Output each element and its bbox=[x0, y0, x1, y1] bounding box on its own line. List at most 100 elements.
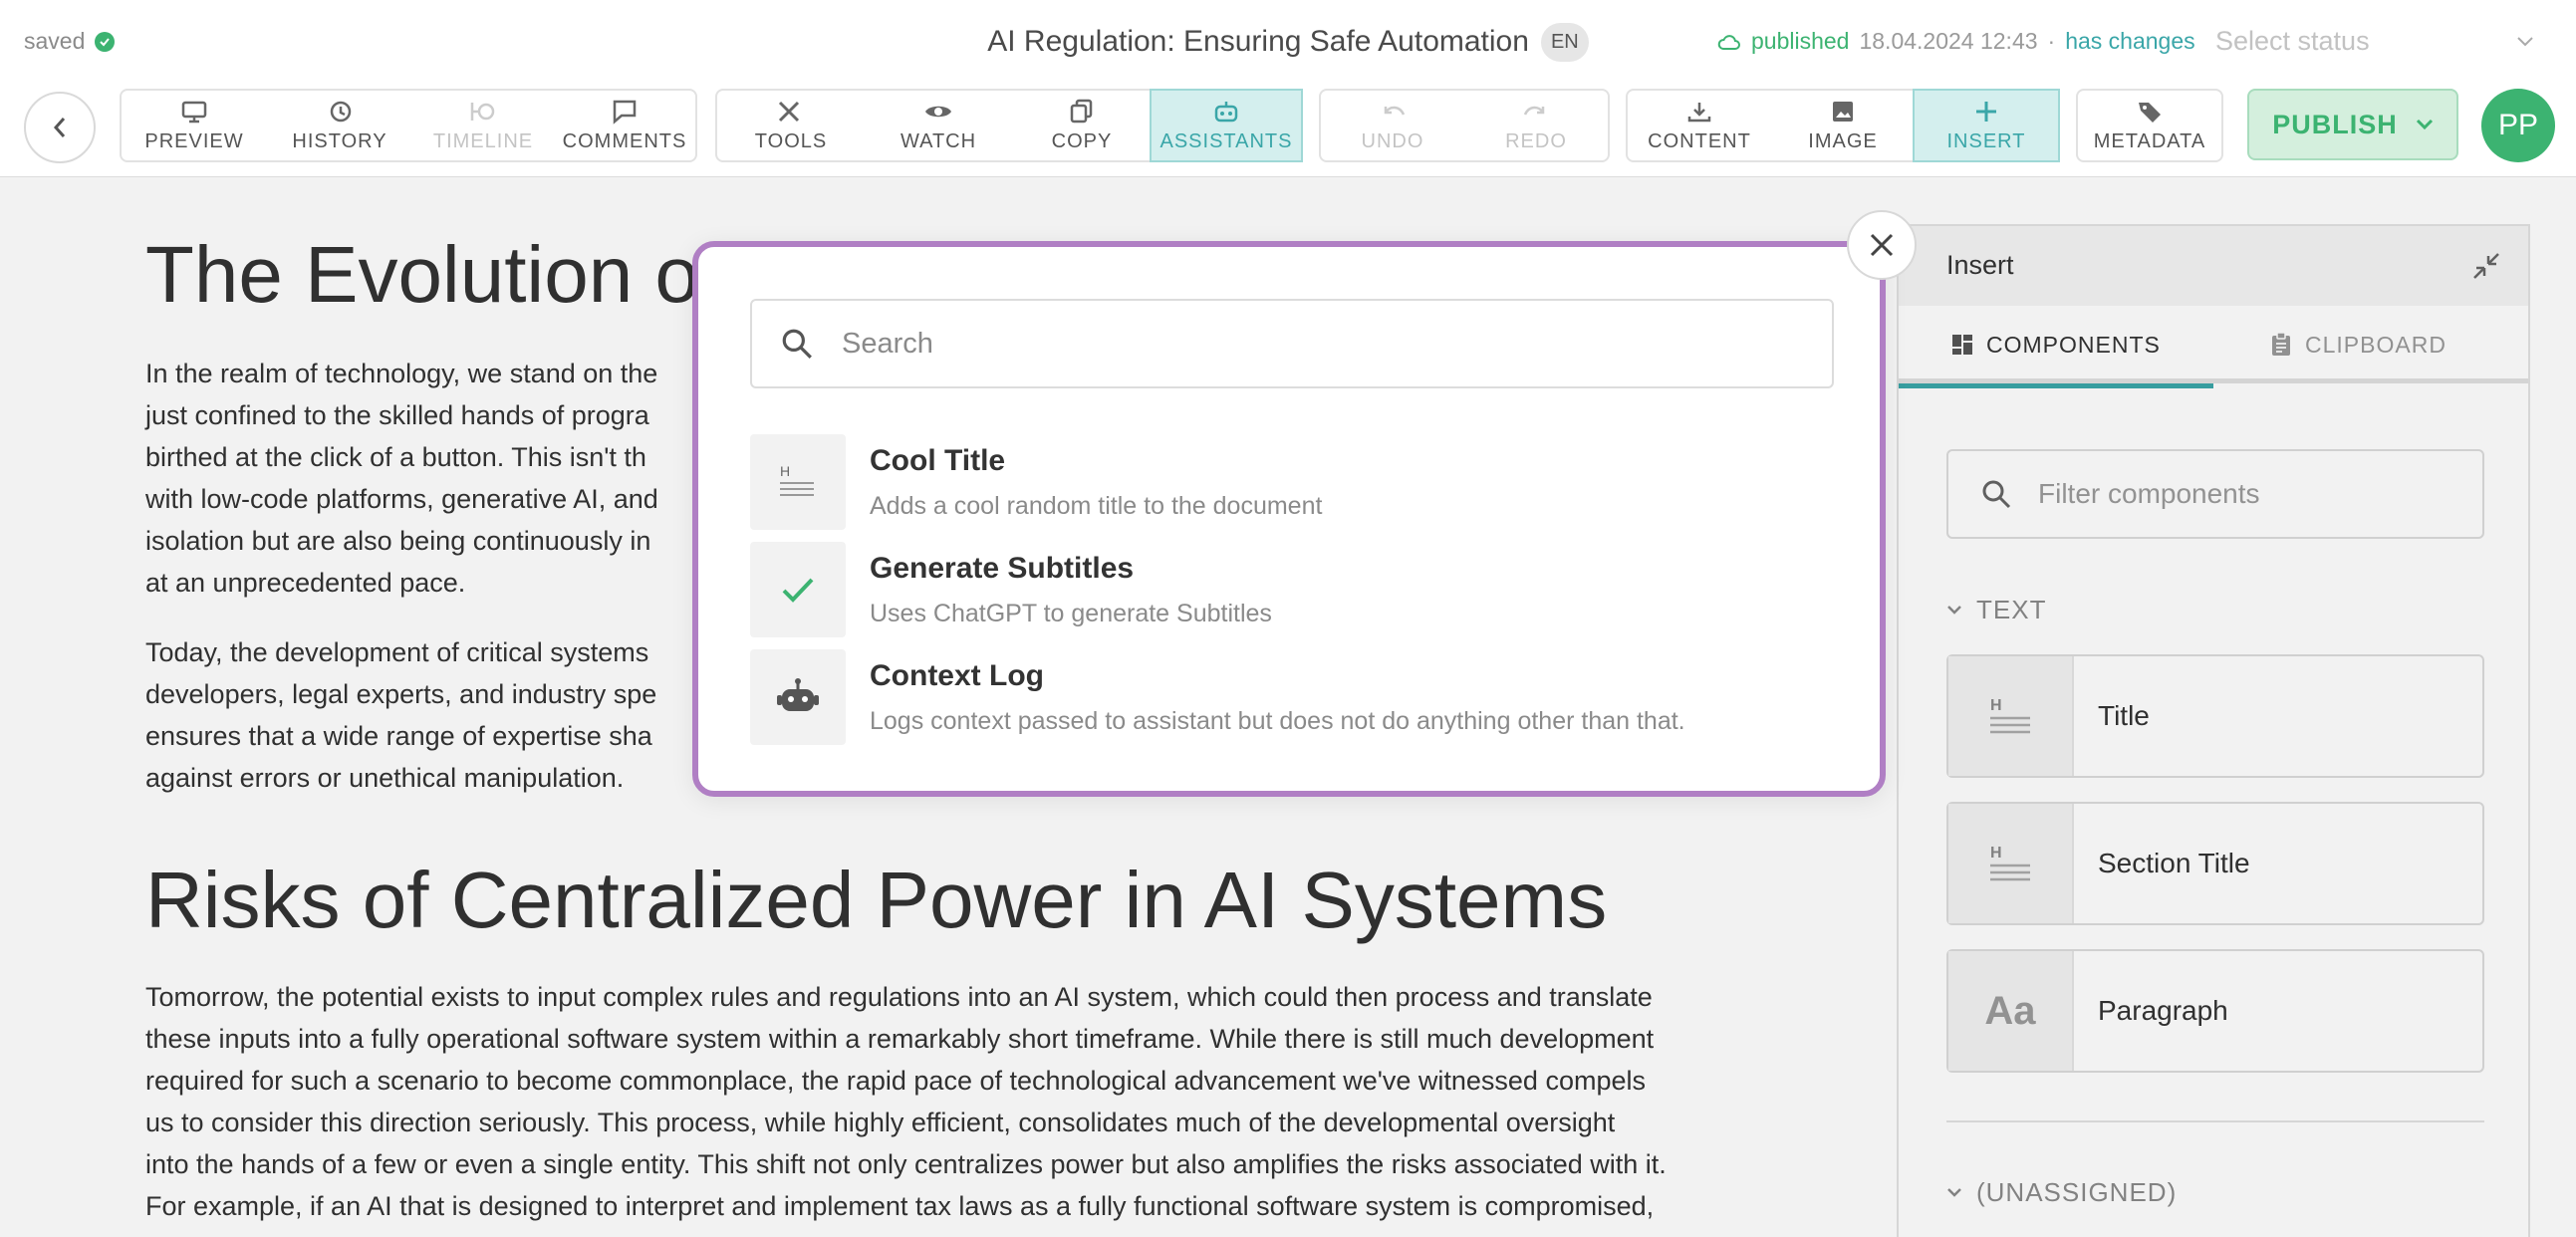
plus-icon bbox=[1976, 101, 1996, 122]
undo-button[interactable]: UNDO bbox=[1321, 91, 1464, 160]
view-tools-group: PREVIEW HISTORY TIMELINE COMMENTS bbox=[120, 89, 697, 162]
history-button[interactable]: HISTORY bbox=[267, 91, 412, 160]
timeline-icon bbox=[470, 102, 495, 121]
redo-button[interactable]: REDO bbox=[1464, 91, 1608, 160]
tab-components-label: COMPONENTS bbox=[1986, 331, 2161, 358]
watch-button[interactable]: WATCH bbox=[865, 91, 1012, 160]
para1-line: In the realm of technology, we stand on … bbox=[145, 359, 658, 388]
published-label: published bbox=[1751, 28, 1850, 54]
assistant-item-title: Context Log bbox=[870, 658, 1044, 692]
timeline-button[interactable]: TIMELINE bbox=[412, 91, 554, 160]
assistant-item-context-log[interactable]: Context Log Logs context passed to assis… bbox=[750, 647, 1826, 747]
para3-line: these inputs into a fully operational so… bbox=[145, 1024, 1655, 1054]
collapse-icon[interactable] bbox=[2470, 250, 2502, 282]
assistant-item-desc: Adds a cool random title to the document bbox=[870, 491, 1323, 520]
metadata-label: METADATA bbox=[2093, 129, 2206, 152]
comments-icon bbox=[613, 100, 637, 124]
metadata-button[interactable]: METADATA bbox=[2078, 91, 2221, 160]
check-circle-icon bbox=[95, 31, 116, 52]
tools-button[interactable]: TOOLS bbox=[717, 91, 865, 160]
search-icon bbox=[782, 329, 812, 359]
has-changes-link[interactable]: has changes bbox=[2065, 28, 2195, 54]
edit-tools-group: TOOLS WATCH COPY ASSISTANTS bbox=[715, 89, 1303, 162]
heading-risks[interactable]: Risks of Centralized Power in AI Systems bbox=[145, 856, 1608, 944]
comments-button[interactable]: COMMENTS bbox=[554, 91, 695, 160]
content-button[interactable]: CONTENT bbox=[1628, 91, 1771, 160]
category-text-label: TEXT bbox=[1976, 595, 2047, 624]
tab-components[interactable]: COMPONENTS bbox=[1899, 306, 2213, 388]
top-bar: saved AI Regulation: Ensuring Safe Autom… bbox=[0, 0, 2576, 84]
sidebar-title: Insert bbox=[1946, 250, 2014, 280]
document-title[interactable]: AI Regulation: Ensuring Safe Automation bbox=[987, 25, 1529, 58]
paragraph-1[interactable]: In the realm of technology, we stand on … bbox=[145, 353, 1799, 604]
para1-line: birthed at the click of a button. This i… bbox=[145, 442, 646, 472]
cloud-icon bbox=[1717, 34, 1740, 50]
assistant-item-generate-subtitles[interactable]: Generate Subtitles Uses ChatGPT to gener… bbox=[750, 540, 1826, 639]
chevron-down-icon bbox=[1947, 605, 1961, 615]
undo-label: UNDO bbox=[1361, 129, 1424, 152]
assistant-item-desc: Logs context passed to assistant but doe… bbox=[870, 706, 1685, 735]
separator: · bbox=[2047, 28, 2056, 54]
component-section-title-label: Section Title bbox=[2098, 848, 2250, 878]
tab-clipboard-label: CLIPBOARD bbox=[2305, 331, 2447, 358]
sidebar-tabs: COMPONENTS CLIPBOARD bbox=[1899, 306, 2528, 388]
user-avatar[interactable]: PP bbox=[2481, 89, 2555, 162]
back-button[interactable] bbox=[24, 92, 96, 163]
assistants-button[interactable]: ASSISTANTS bbox=[1150, 89, 1303, 162]
para3-line: into the hands of a few or even a single… bbox=[145, 1149, 1667, 1179]
filter-components-input[interactable]: Filter components bbox=[1946, 449, 2484, 539]
para3-line: For example, if an AI that is designed t… bbox=[145, 1191, 1655, 1221]
clipboard-icon bbox=[2272, 332, 2290, 356]
image-button[interactable]: IMAGE bbox=[1771, 91, 1915, 160]
tag-icon bbox=[2139, 102, 2161, 123]
divider bbox=[1946, 1120, 2484, 1122]
para1-line: isolation but are also being continuousl… bbox=[145, 526, 651, 556]
para2-line: developers, legal experts, and industry … bbox=[145, 679, 657, 709]
component-title-label: Title bbox=[2098, 700, 2150, 731]
image-label: IMAGE bbox=[1808, 129, 1878, 152]
preview-icon bbox=[181, 101, 207, 123]
chevron-down-icon bbox=[1947, 1187, 1961, 1197]
para2-line: Today, the development of critical syste… bbox=[145, 637, 649, 667]
heading-evolution[interactable]: The Evolution of bbox=[145, 230, 722, 319]
check-icon bbox=[750, 542, 846, 637]
undo-icon bbox=[1384, 106, 1406, 116]
content-label: CONTENT bbox=[1648, 129, 1751, 152]
component-section-title[interactable]: H Section Title bbox=[1946, 802, 2484, 925]
language-badge[interactable]: EN bbox=[1540, 23, 1589, 62]
paragraph-2[interactable]: Today, the development of critical syste… bbox=[145, 631, 1799, 799]
chevron-down-icon bbox=[2517, 37, 2533, 47]
category-text[interactable]: TEXT bbox=[1946, 595, 2046, 625]
para3-line: required for such a scenario to become c… bbox=[145, 1066, 1646, 1096]
insert-button[interactable]: INSERT bbox=[1913, 89, 2060, 162]
heading-icon: H bbox=[1948, 804, 2074, 923]
assistant-search-input[interactable]: Search bbox=[750, 299, 1834, 388]
search-icon bbox=[1982, 480, 2011, 509]
watch-label: WATCH bbox=[900, 129, 977, 152]
publish-info: published 18.04.2024 12:43 · has changes bbox=[1717, 28, 2195, 55]
publish-button[interactable]: PUBLISH bbox=[2247, 89, 2458, 160]
save-status-label: saved bbox=[24, 28, 86, 54]
para1-line: at an unprecedented pace. bbox=[145, 568, 466, 598]
component-paragraph[interactable]: Aa Paragraph bbox=[1946, 949, 2484, 1073]
paragraph-3[interactable]: Tomorrow, the potential exists to input … bbox=[145, 976, 1899, 1227]
assistant-item-cool-title[interactable]: H Cool Title Adds a cool random title to… bbox=[750, 432, 1826, 532]
tab-clipboard[interactable]: CLIPBOARD bbox=[2213, 306, 2528, 383]
eye-icon bbox=[925, 106, 951, 117]
published-date: 18.04.2024 12:43 bbox=[1859, 28, 2038, 54]
tools-icon bbox=[778, 101, 800, 122]
close-modal-button[interactable] bbox=[1847, 210, 1917, 280]
category-unassigned[interactable]: (UNASSIGNED) bbox=[1946, 1177, 2177, 1208]
component-title[interactable]: H Title bbox=[1946, 654, 2484, 778]
preview-label: PREVIEW bbox=[144, 129, 244, 152]
assistant-modal: Search H Cool Title Adds a cool random t… bbox=[692, 241, 1886, 797]
preview-button[interactable]: PREVIEW bbox=[122, 91, 267, 160]
para3-line: Tomorrow, the potential exists to input … bbox=[145, 982, 1653, 1012]
undo-redo-group: UNDO REDO bbox=[1319, 89, 1610, 162]
para1-line: just confined to the skilled hands of pr… bbox=[145, 400, 649, 430]
status-select[interactable]: Select status bbox=[2215, 26, 2554, 57]
copy-label: COPY bbox=[1051, 129, 1113, 152]
copy-button[interactable]: COPY bbox=[1012, 91, 1152, 160]
para2-line: ensures that a wide range of expertise s… bbox=[145, 721, 652, 751]
chevron-down-icon bbox=[2416, 119, 2433, 130]
